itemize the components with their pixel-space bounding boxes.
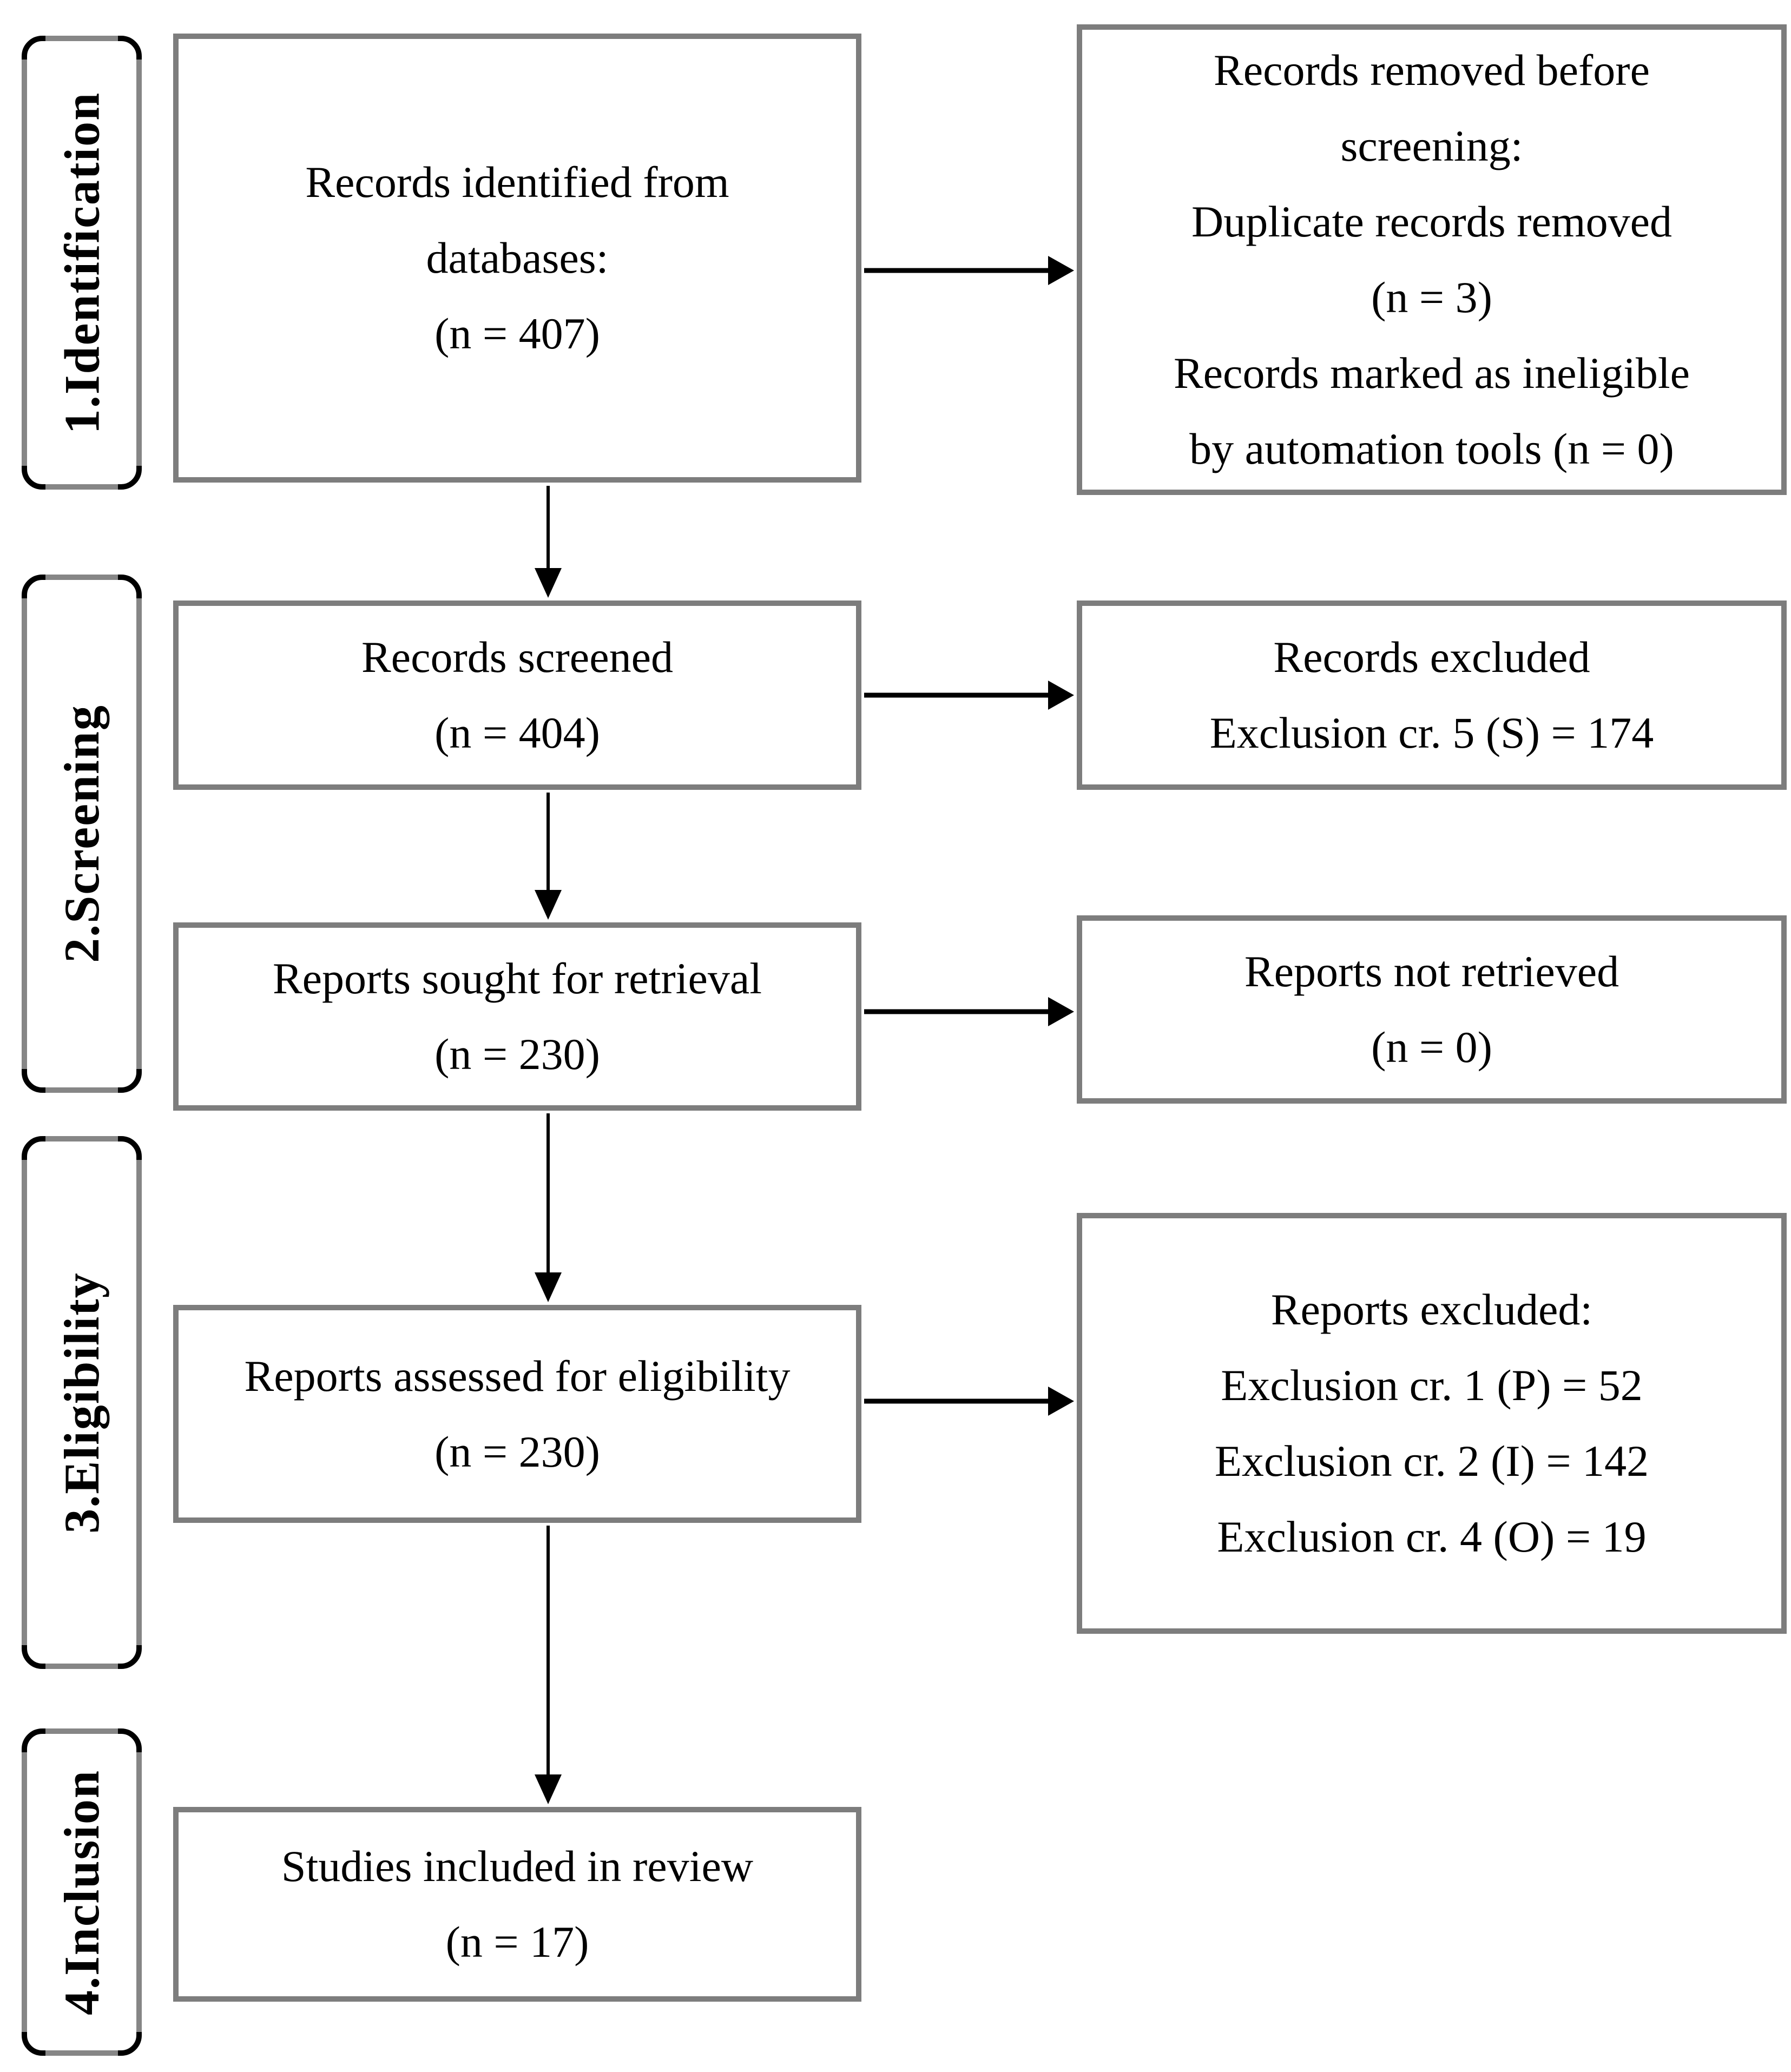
stage-edge: [136, 1752, 142, 2032]
box-line: screening:: [1340, 121, 1523, 170]
arrow-right-icon: [1048, 997, 1074, 1026]
stage-label-text: 4.Inclusion: [54, 1769, 109, 2015]
arrow-down-icon: [535, 1774, 562, 1804]
box-studies-included: Studies included in review (n = 17): [173, 1807, 861, 2002]
box-line: Reports not retrieved: [1244, 947, 1619, 996]
arrow-down-assessed-to-included: [532, 1526, 564, 1804]
arrow-right-sought-to-not-retrieved: [864, 995, 1074, 1028]
stage-edge: [136, 60, 142, 466]
box-line: (n = 230): [434, 1427, 600, 1476]
arrow-down-icon: [535, 1272, 562, 1302]
stage-label-text: 3.Eligibility: [54, 1271, 109, 1534]
box-records-screened: Records screened (n = 404): [173, 601, 861, 790]
arrow-stem: [864, 692, 1050, 698]
arrow-stem: [546, 486, 550, 571]
box-line: Exclusion cr. 5 (S) = 174: [1209, 708, 1654, 757]
box-line: Records removed before: [1214, 45, 1650, 95]
box-line: Reports sought for retrieval: [272, 954, 762, 1003]
stage-edge: [45, 1728, 118, 1734]
arrow-right-icon: [1048, 1387, 1074, 1416]
stage-edge: [45, 575, 118, 580]
stage-edge: [45, 1664, 118, 1669]
box-line: (n = 404): [434, 708, 600, 757]
arrow-down-icon: [535, 890, 562, 920]
arrow-stem: [546, 793, 550, 893]
stage-edge: [22, 598, 27, 1069]
box-line: (n = 3): [1371, 273, 1492, 322]
arrow-right-assessed-to-reports-excluded: [864, 1385, 1074, 1417]
stage-edge: [45, 484, 118, 490]
box-line: Records marked as ineligible: [1173, 348, 1690, 398]
box-line: Exclusion cr. 2 (I) = 142: [1214, 1436, 1649, 1486]
box-line: Records identified from: [305, 157, 729, 207]
arrow-stem: [864, 1398, 1050, 1404]
box-reports-assessed: Reports assessed for eligibility (n = 23…: [173, 1305, 861, 1523]
arrow-stem: [546, 1113, 550, 1275]
stage-edge: [136, 598, 142, 1069]
box-records-identified: Records identified from databases: (n = …: [173, 34, 861, 483]
box-line: by automation tools (n = 0): [1189, 424, 1674, 473]
box-line: Studies included in review: [281, 1842, 754, 1891]
box-reports-excluded: Reports excluded: Exclusion cr. 1 (P) = …: [1077, 1213, 1787, 1634]
box-reports-not-retrieved: Reports not retrieved (n = 0): [1077, 915, 1787, 1104]
arrow-right-icon: [1048, 256, 1074, 285]
box-line: Duplicate records removed: [1191, 197, 1672, 246]
arrow-down-screened-to-sought: [532, 793, 564, 920]
stage-label-text: 2.Screening: [54, 704, 110, 963]
box-records-removed: Records removed before screening: Duplic…: [1077, 24, 1787, 495]
arrow-stem: [546, 1526, 550, 1777]
stage-edge: [22, 60, 27, 466]
arrow-right-screened-to-excluded: [864, 679, 1074, 711]
arrow-right-identified-to-removed: [864, 254, 1074, 287]
box-line: Records screened: [361, 632, 673, 682]
box-line: (n = 230): [434, 1030, 600, 1079]
arrow-down-identified-to-screened: [532, 486, 564, 598]
box-line: Reports assessed for eligibility: [244, 1351, 791, 1401]
box-reports-sought: Reports sought for retrieval (n = 230): [173, 922, 861, 1111]
arrow-stem: [864, 268, 1050, 273]
stage-edge: [45, 1136, 118, 1141]
stage-edge: [45, 1087, 118, 1093]
box-line: Exclusion cr. 1 (P) = 52: [1221, 1361, 1643, 1410]
stage-label-eligibility: 3.Eligibility: [22, 1136, 142, 1669]
stage-edge: [45, 2050, 118, 2056]
arrow-stem: [864, 1009, 1050, 1014]
box-line: Exclusion cr. 4 (O) = 19: [1217, 1512, 1647, 1561]
box-records-excluded: Records excluded Exclusion cr. 5 (S) = 1…: [1077, 601, 1787, 790]
box-line: (n = 0): [1371, 1022, 1492, 1072]
box-line: (n = 17): [445, 1917, 589, 1967]
box-line: Records excluded: [1273, 632, 1590, 682]
stage-edge: [22, 1752, 27, 2032]
stage-label-text: 1.Identification: [54, 91, 109, 434]
stage-edge: [45, 36, 118, 41]
stage-edge: [136, 1160, 142, 1645]
box-line: databases:: [426, 233, 609, 282]
arrow-down-icon: [535, 568, 562, 598]
arrow-down-sought-to-assessed: [532, 1113, 564, 1302]
box-line: (n = 407): [434, 309, 600, 358]
stage-label-identification: 1.Identification: [22, 36, 142, 490]
arrow-right-icon: [1048, 681, 1074, 710]
box-line: Reports excluded:: [1270, 1285, 1593, 1334]
stage-edge: [22, 1160, 27, 1645]
stage-label-inclusion: 4.Inclusion: [22, 1728, 142, 2056]
stage-label-screening: 2.Screening: [22, 575, 142, 1093]
